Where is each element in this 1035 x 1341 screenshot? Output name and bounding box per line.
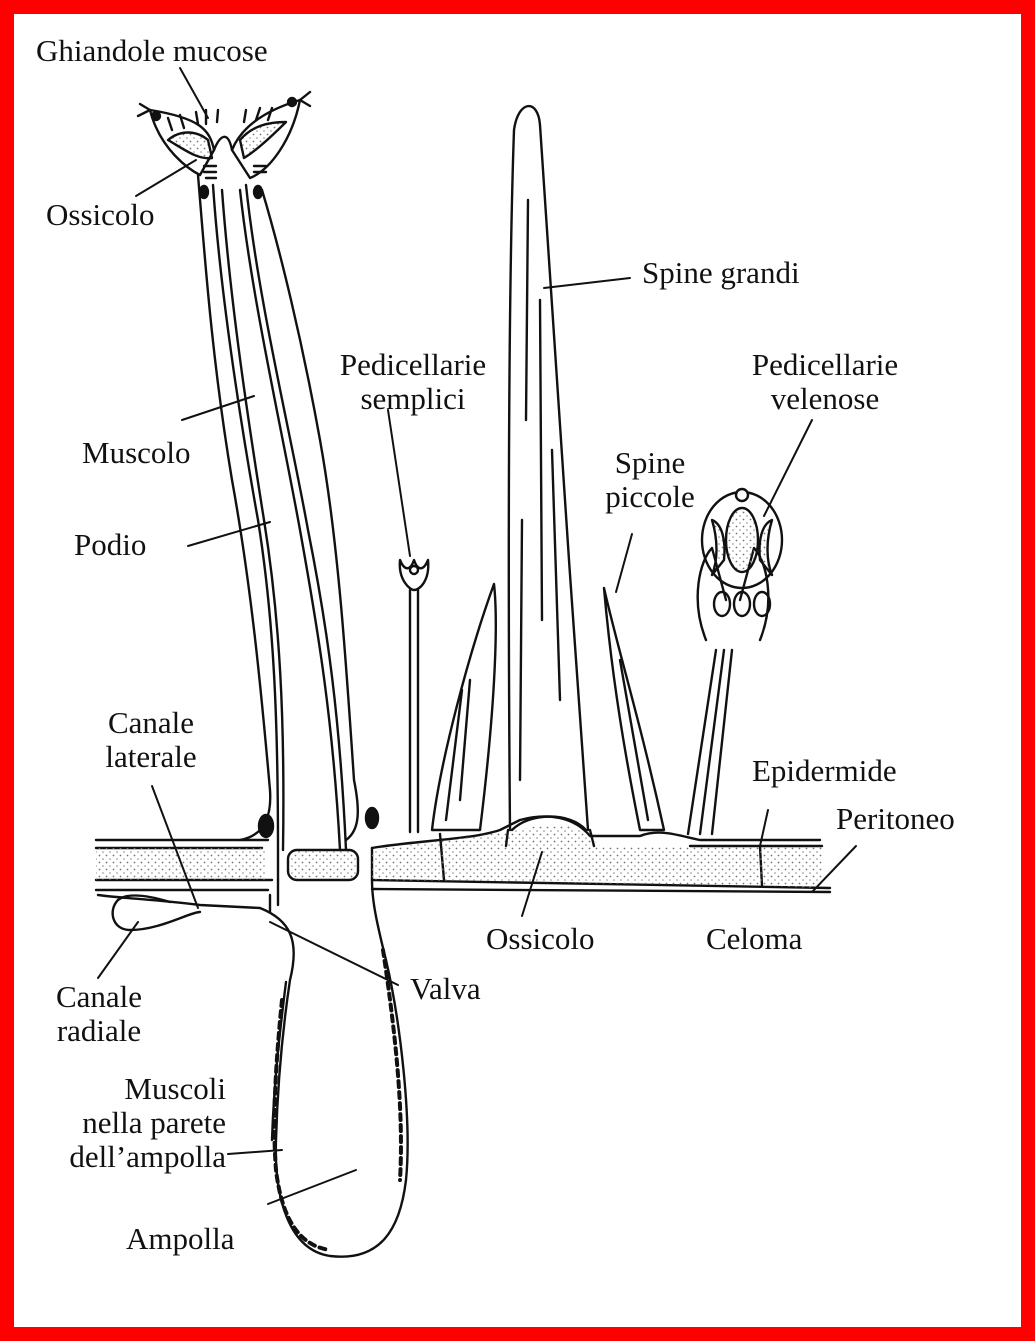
label-peritoneo: Peritoneo xyxy=(836,802,955,836)
label-celoma: Celoma xyxy=(706,922,802,956)
label-line: Muscoli xyxy=(40,1072,226,1106)
label-line: Pedicellarie xyxy=(730,348,920,382)
label-pedicellarie-velenose: Pedicellarie velenose xyxy=(730,348,920,416)
label-line: piccole xyxy=(590,480,710,514)
label-ossicolo-bottom: Ossicolo xyxy=(486,922,595,956)
label-ossicolo-top: Ossicolo xyxy=(46,198,155,232)
water-vascular xyxy=(98,880,408,1257)
label-spine-grandi: Spine grandi xyxy=(642,256,800,290)
label-muscoli-parete: Muscoli nella parete dell’ampolla xyxy=(40,1072,226,1174)
label-line: Canale xyxy=(34,980,164,1014)
label-line: velenose xyxy=(730,382,920,416)
label-canale-radiale: Canale radiale xyxy=(34,980,164,1048)
label-line: nella parete xyxy=(40,1106,226,1140)
label-muscolo: Muscolo xyxy=(82,436,191,470)
pedicellaria-simple xyxy=(400,560,428,832)
large-spine xyxy=(506,106,594,846)
label-line: Spine xyxy=(590,446,710,480)
label-canale-laterale: Canale laterale xyxy=(86,706,216,774)
body-wall xyxy=(96,817,830,892)
label-valva: Valva xyxy=(410,972,481,1006)
small-spines xyxy=(432,584,664,830)
label-ampolla: Ampolla xyxy=(126,1222,235,1256)
label-line: dell’ampolla xyxy=(40,1140,226,1174)
label-line: laterale xyxy=(86,740,216,774)
label-ghiandole-mucose: Ghiandole mucose xyxy=(36,34,268,68)
label-epidermide: Epidermide xyxy=(752,754,897,788)
label-pedicellarie-semplici: Pedicellarie semplici xyxy=(318,348,508,416)
label-line: radiale xyxy=(34,1014,164,1048)
label-line: semplici xyxy=(318,382,508,416)
label-podio: Podio xyxy=(74,528,146,562)
label-spine-piccole: Spine piccole xyxy=(590,446,710,514)
label-line: Canale xyxy=(86,706,216,740)
label-line: Pedicellarie xyxy=(318,348,508,382)
